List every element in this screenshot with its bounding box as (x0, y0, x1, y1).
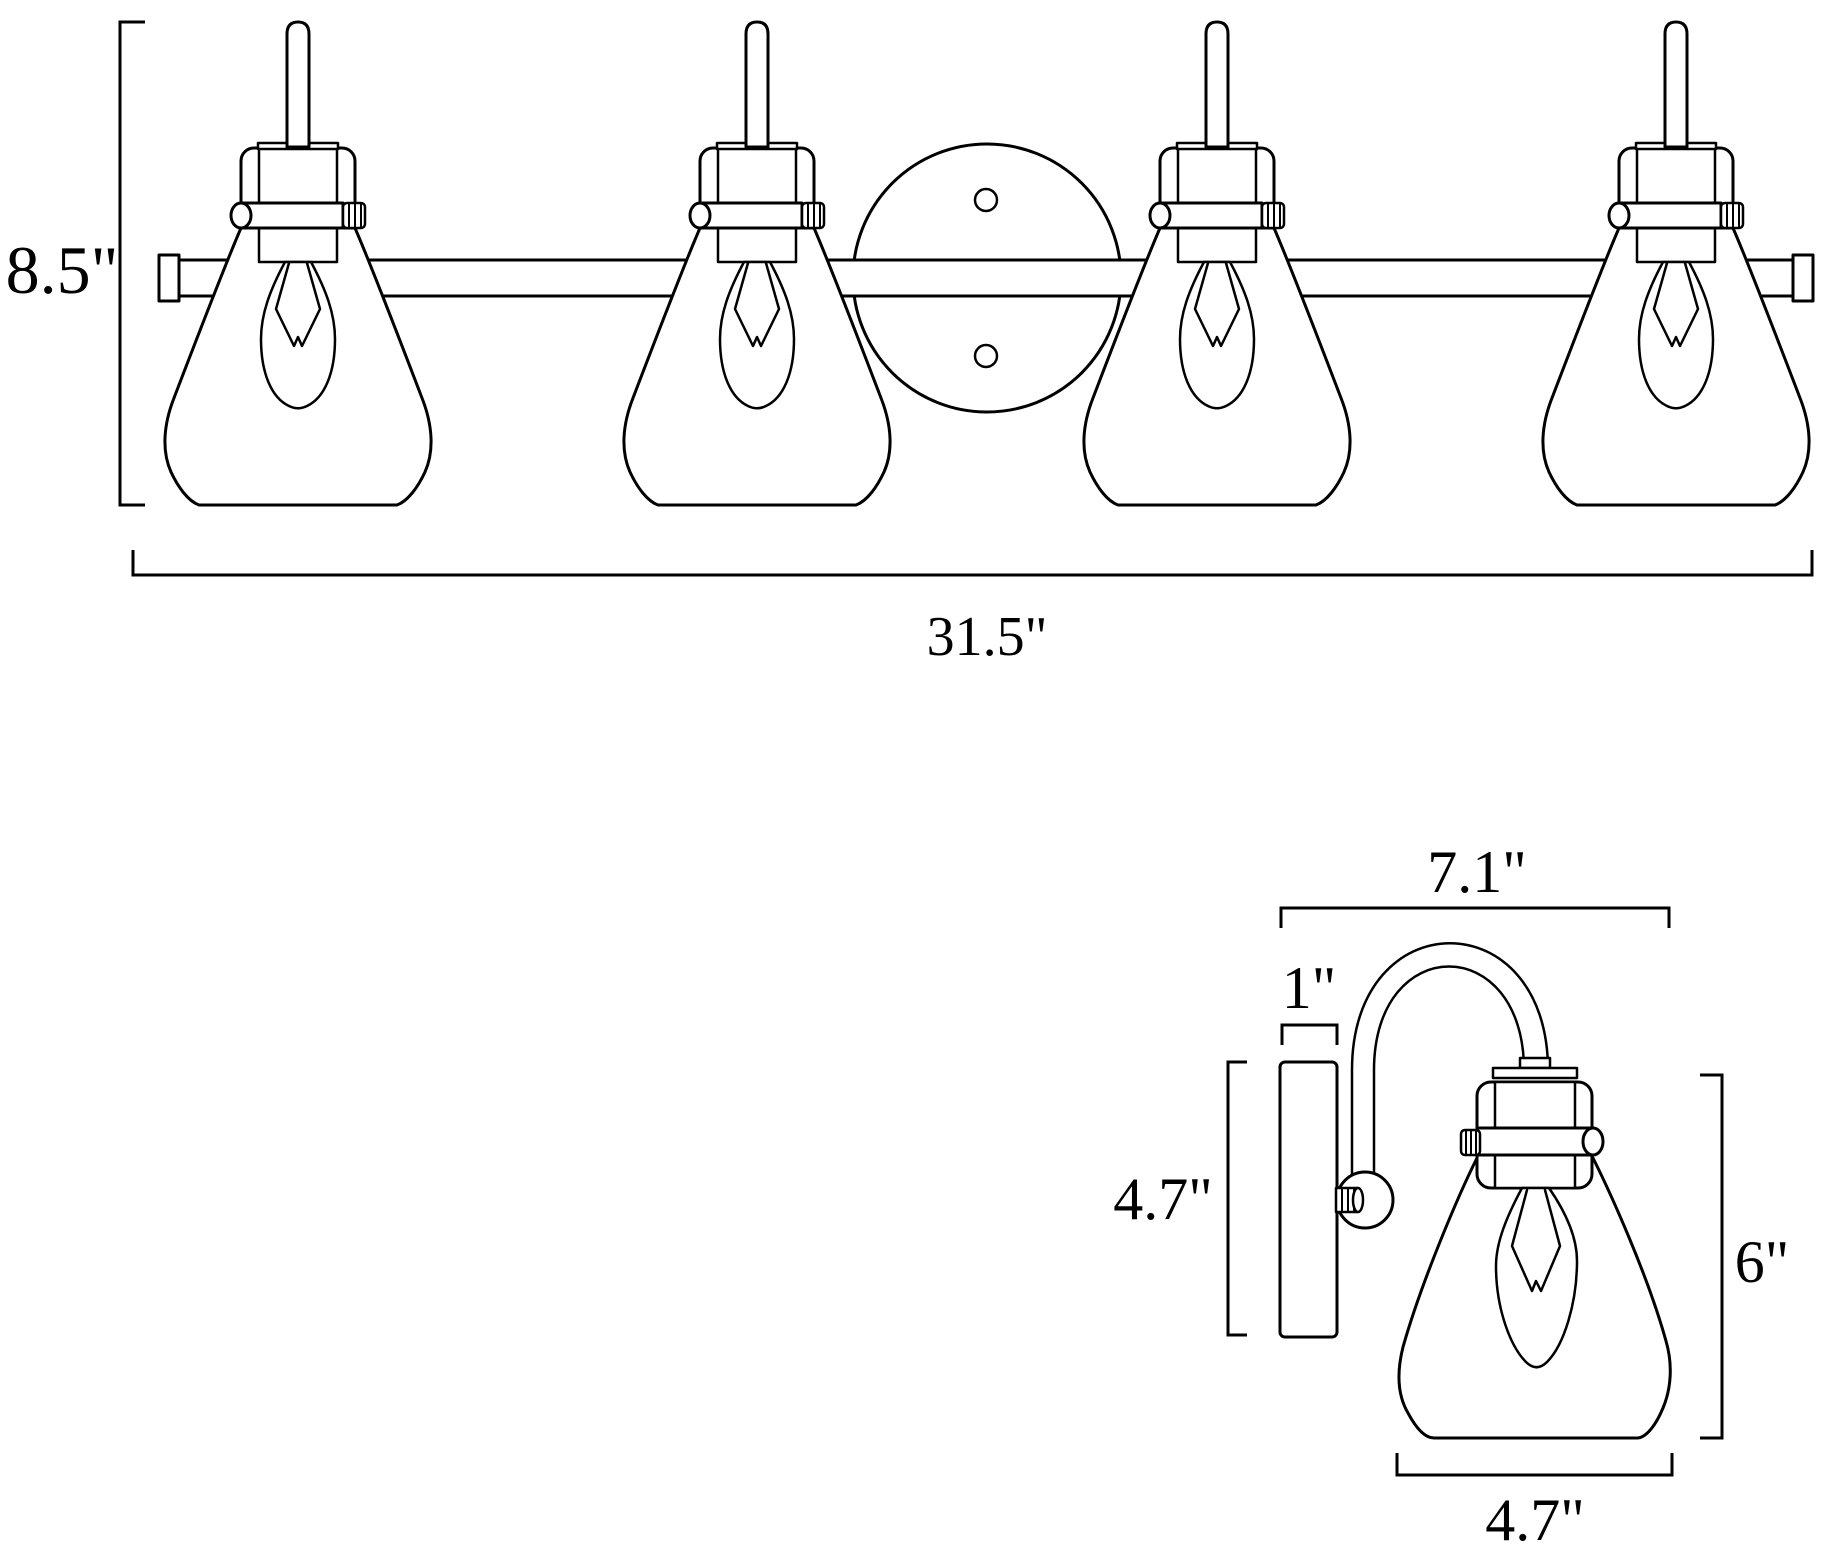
canopy-screw-hole-top (973, 187, 999, 213)
gooseneck-arm-outer (1350, 942, 1550, 1187)
socket-rim-side (1491, 1066, 1579, 1080)
canopy-screw-hole-bottom (973, 343, 999, 369)
bar-end-cap-left (157, 253, 181, 303)
bar-end-cap-right (1791, 253, 1815, 303)
mounting-bar (177, 258, 1795, 298)
dimension-label-depth: 7.1" (1427, 839, 1527, 905)
pivot-thumbscrew (1334, 1186, 1365, 1214)
dimension-bracket-shade-height (1700, 1073, 1724, 1440)
bulb-filament-side (1510, 1188, 1562, 1293)
dimension-label-shade-width: 4.7" (1485, 1487, 1585, 1553)
dimension-bracket-width (131, 550, 1814, 577)
dimension-label-height: 8.5" (6, 232, 119, 308)
collar-thumbscrew-side (1459, 1128, 1482, 1157)
dimension-label-backplate-height: 4.7" (1113, 1166, 1213, 1232)
dimension-bracket-backplate-width (1280, 1023, 1339, 1045)
socket-collar-side (1475, 1126, 1595, 1157)
side-view: 7.1" 1" 4.7" 6" 4.7" (1113, 839, 1789, 1553)
dimension-label-backplate-width: 1" (1282, 955, 1337, 1021)
dimension-bracket-backplate-height (1226, 1060, 1247, 1337)
front-view: 8.5" 31.5" (6, 20, 1815, 668)
dimension-bracket-height (118, 20, 145, 507)
gooseneck-arm-inner (1372, 965, 1526, 1187)
dimension-bracket-depth (1279, 906, 1671, 928)
wall-backplate (1278, 1060, 1339, 1339)
arm-flange (1518, 1056, 1552, 1070)
dimension-label-shade-height: 6" (1735, 1229, 1790, 1295)
dimension-label-width: 31.5" (927, 606, 1048, 668)
collar-end-cap-side (1581, 1126, 1605, 1157)
dimension-bracket-shade-width (1395, 1453, 1674, 1477)
